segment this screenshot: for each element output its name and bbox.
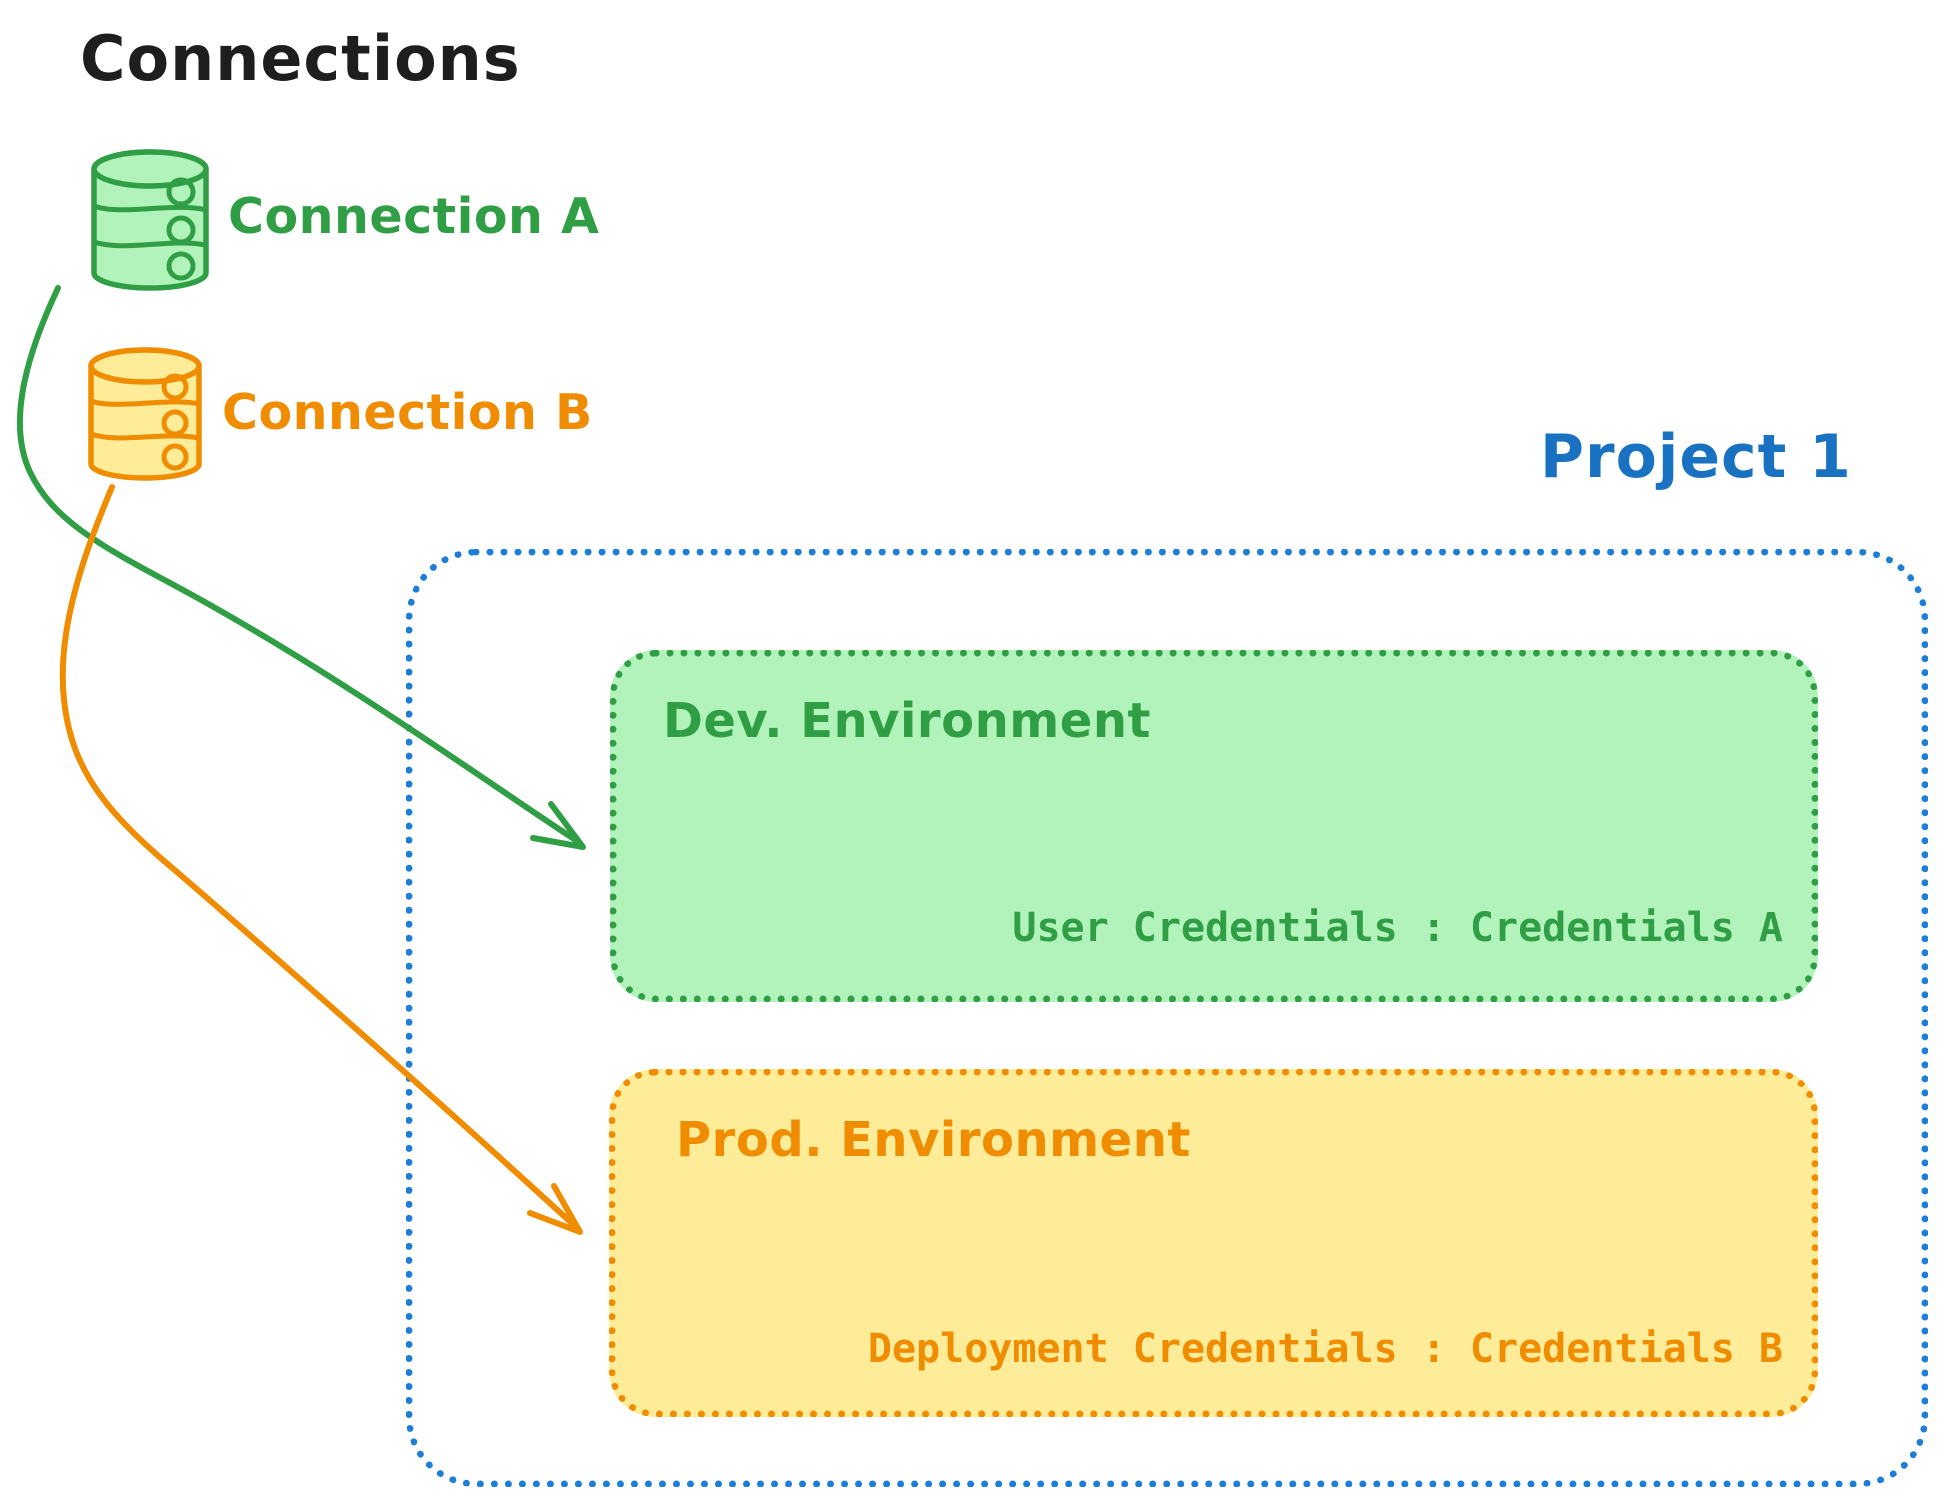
dev-environment-label: Dev. Environment	[663, 693, 1151, 749]
prod-environment-label: Prod. Environment	[676, 1112, 1191, 1168]
connection-a-label: Connection A	[228, 188, 600, 245]
project-title: Project 1	[1540, 422, 1852, 492]
connection-b-label: Connection B	[222, 384, 593, 441]
connections-title: Connections	[80, 22, 521, 95]
prod-environment-box: Prod. Environment Deployment Credentials…	[609, 1069, 1818, 1417]
dev-environment-box: Dev. Environment User Credentials : Cred…	[610, 650, 1818, 1002]
prod-environment-credentials-text: Deployment Credentials : Credentials B	[867, 1326, 1783, 1372]
dev-environment-credentials-text: User Credentials : Credentials A	[1012, 905, 1783, 951]
database-cylinder-icon	[91, 149, 209, 291]
database-cylinder-icon	[88, 347, 202, 481]
